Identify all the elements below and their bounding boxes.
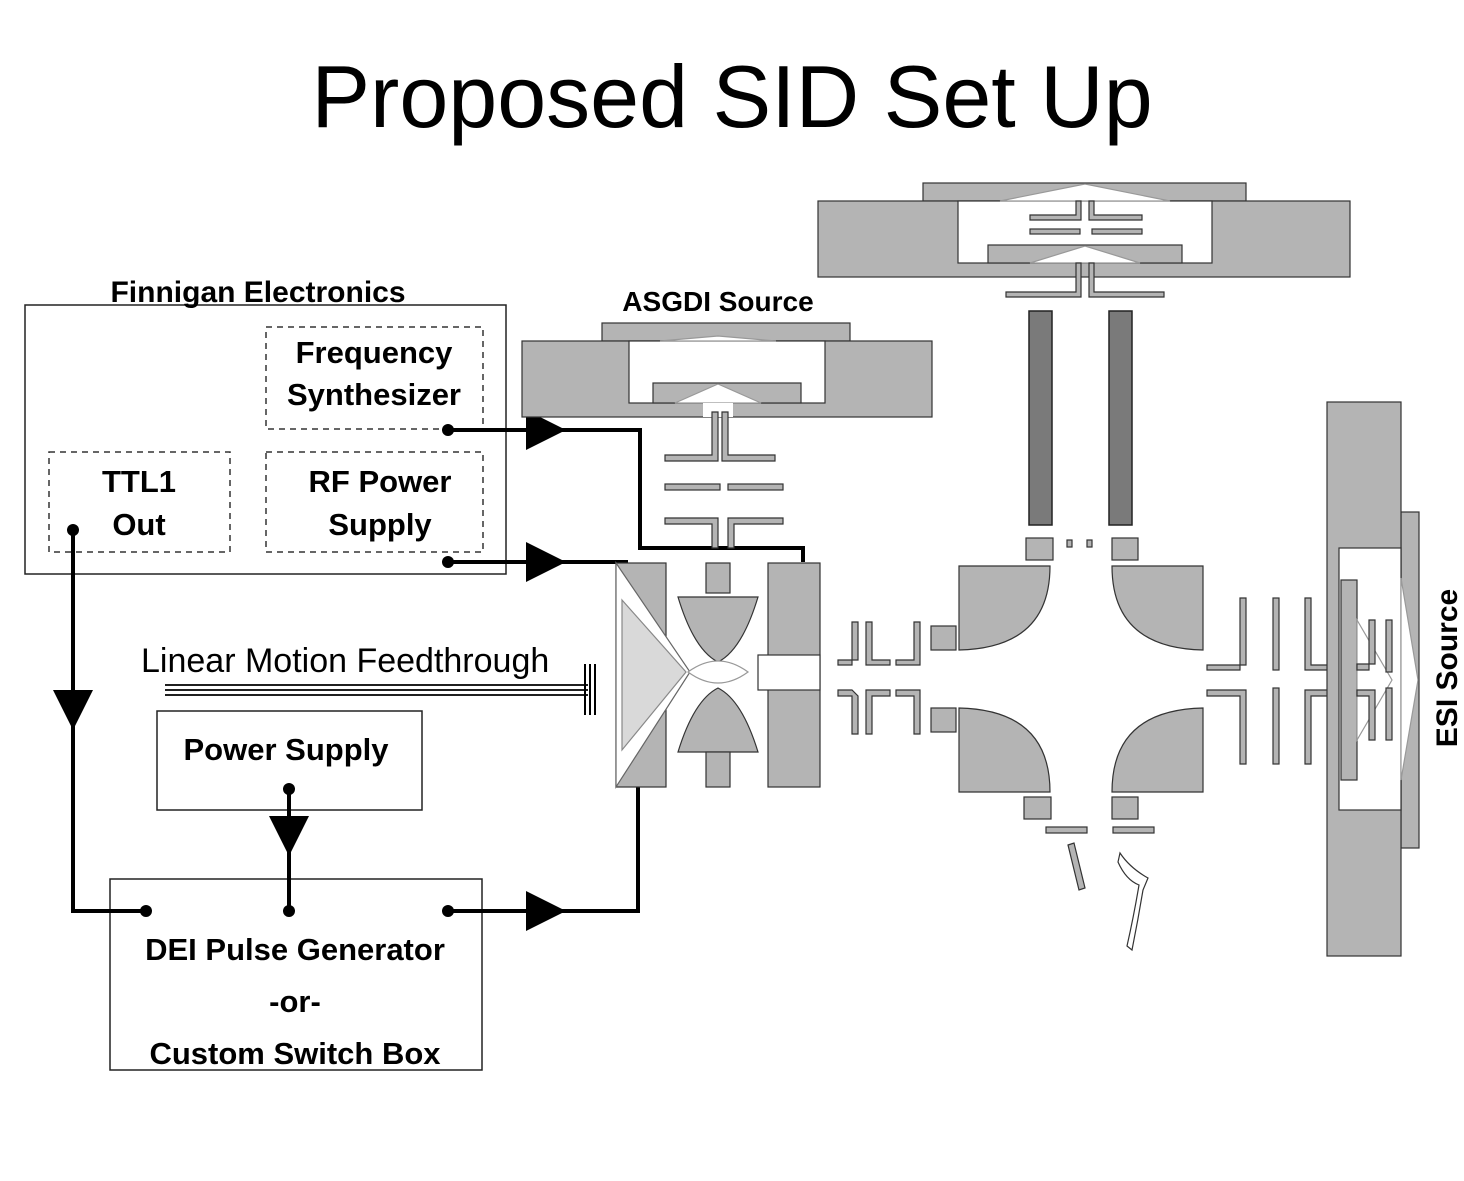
synthesizer-label: Synthesizer <box>287 377 461 412</box>
dei-pulse-generator-box: DEI Pulse Generator -or- Custom Switch B… <box>109 878 483 1071</box>
connection-wires <box>53 410 805 931</box>
wire-terminals <box>67 424 454 917</box>
or-label: -or- <box>269 984 321 1019</box>
out-label: Out <box>112 507 165 542</box>
asgdi-label: ASGDI Source <box>622 286 813 317</box>
quadrupole-deflector <box>958 537 1204 952</box>
asgdi-source: ASGDI Source <box>521 286 933 549</box>
frequency-synthesizer-box: Frequency Synthesizer <box>265 326 484 430</box>
esi-lenses <box>1206 597 1341 765</box>
quadrupole-rods <box>1028 310 1133 526</box>
ttl1-out-box: TTL1 Out <box>48 451 231 553</box>
ion-trap <box>615 561 821 790</box>
finnigan-electronics-box: Finnigan Electronics <box>24 276 507 575</box>
upper-source <box>817 182 1351 298</box>
linear-motion-label: Linear Motion Feedthrough <box>141 642 549 680</box>
dei-wire <box>560 787 640 913</box>
freq-wire <box>560 428 805 562</box>
power-supply-label: Power Supply <box>184 732 390 767</box>
finnigan-label: Finnigan Electronics <box>110 276 405 309</box>
ttl-wire <box>71 724 146 913</box>
rf-power-supply-box: RF Power Supply <box>265 451 484 553</box>
dei-label: DEI Pulse Generator <box>145 932 445 967</box>
supply-label: Supply <box>328 507 432 542</box>
custom-switch-box-label: Custom Switch Box <box>149 1036 441 1071</box>
linear-motion-feedthrough: Linear Motion Feedthrough <box>141 642 596 715</box>
slide-title: Proposed SID Set Up <box>311 47 1153 146</box>
power-supply-box: Power Supply <box>156 710 423 811</box>
transfer-lenses <box>837 621 957 735</box>
esi-source: ESI Source <box>1326 401 1464 957</box>
rf-power-label: RF Power <box>309 464 452 499</box>
esi-label: ESI Source <box>1431 589 1464 747</box>
ttl1-label: TTL1 <box>102 464 176 499</box>
frequency-label: Frequency <box>296 335 454 370</box>
